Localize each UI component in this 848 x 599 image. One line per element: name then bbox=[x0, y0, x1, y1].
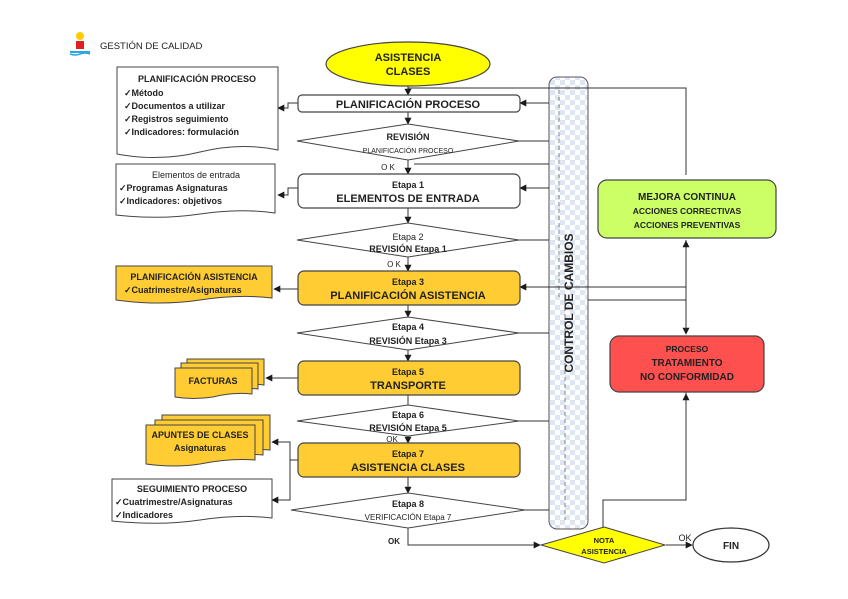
mejora-line2: ACCIONES CORRECTIVAS bbox=[633, 206, 742, 216]
ok-label-3: OK bbox=[386, 435, 398, 444]
control-cambios-bar: CONTROL DE CAMBIOS bbox=[548, 76, 589, 530]
doc6-item: ✓Cuatrimestre/Asignaturas bbox=[115, 497, 233, 507]
etapa3-line2: PLANIFICACIÓN ASISTENCIA bbox=[330, 289, 485, 302]
decision-etapa8-verificacion[interactable]: Etapa 8 VERIFICACIÓN Etapa 7 bbox=[290, 492, 526, 529]
to-no-conformidad-top bbox=[588, 299, 690, 335]
ok-label-4: OK bbox=[388, 537, 400, 546]
decision-etapa2-revision[interactable]: Etapa 2 REVISIÓN Etapa 1 bbox=[296, 222, 520, 258]
box-mejora-continua[interactable]: MEJORA CONTINUA ACCIONES CORRECTIVAS ACC… bbox=[597, 179, 777, 239]
end-label: FIN bbox=[723, 541, 739, 552]
etapa7-line1: Etapa 7 bbox=[392, 449, 424, 459]
doc-facturas[interactable]: FACTURAS bbox=[174, 358, 265, 399]
doc1-item: ✓Registros seguimiento bbox=[124, 114, 229, 124]
doc2-title: Elementos de entrada bbox=[152, 170, 240, 180]
mejora-line1: MEJORA CONTINUA bbox=[638, 192, 736, 203]
etapa7-line2: ASISTENCIA CLASES bbox=[351, 462, 465, 474]
ok-label-2: O K bbox=[387, 260, 401, 269]
etapa2-line1: Etapa 2 bbox=[392, 232, 423, 242]
step-etapa7-asistencia-clases[interactable]: Etapa 7 ASISTENCIA CLASES bbox=[297, 442, 521, 478]
etapa3-line1: Etapa 3 bbox=[392, 277, 424, 287]
doc-elementos-entrada[interactable]: Elementos de entrada ✓Programas Asignatu… bbox=[115, 163, 276, 218]
etapa7-to-seguimiento bbox=[271, 460, 291, 504]
etapa5-line2: TRANSPORTE bbox=[370, 380, 446, 392]
revision-line1: REVISIÓN bbox=[386, 131, 429, 142]
institution-logo-icon bbox=[69, 32, 91, 56]
header-title: GESTIÓN DE CALIDAD bbox=[100, 41, 203, 52]
control-cambios-label: CONTROL DE CAMBIOS bbox=[562, 233, 576, 372]
doc3-title: PLANIFICACIÓN ASISTENCIA bbox=[130, 271, 258, 282]
etapa1-to-doc bbox=[277, 187, 298, 199]
revision-line2: PLANIFICACIÓN PROCESO bbox=[363, 146, 454, 155]
step-planificacion-proceso[interactable]: PLANIFICACIÓN PROCESO bbox=[297, 94, 521, 113]
loop-top-to-mejora bbox=[408, 87, 687, 175]
nota-to-no-conformidad bbox=[602, 393, 690, 512]
doc1-item: ✓Indicadores: formulación bbox=[124, 127, 239, 137]
etapa1-line2: ELEMENTOS DE ENTRADA bbox=[336, 193, 479, 205]
loop-mejora-to-etapa3 bbox=[519, 240, 687, 291]
planificacion-to-doc bbox=[277, 102, 298, 112]
doc1-title: PLANIFICACIÓN PROCESO bbox=[138, 73, 256, 84]
planificacion-label: PLANIFICACIÓN PROCESO bbox=[336, 98, 481, 111]
etapa7-to-apuntes bbox=[271, 438, 298, 461]
step-etapa5-transporte[interactable]: Etapa 5 TRANSPORTE bbox=[297, 360, 521, 396]
start-line2: CLASES bbox=[386, 66, 431, 78]
apuntes-title: APUNTES DE CLASES bbox=[151, 430, 248, 440]
start-line1: ASISTENCIA bbox=[375, 52, 442, 64]
ok-label-1: O K bbox=[381, 163, 395, 172]
doc6-title: SEGUIMIENTO PROCESO bbox=[137, 484, 247, 494]
doc-planificacion-proceso[interactable]: PLANIFICACIÓN PROCESO ✓Método ✓Documento… bbox=[116, 66, 279, 159]
doc-apuntes-clases[interactable]: APUNTES DE CLASES Asignaturas bbox=[145, 414, 271, 467]
noconf-line2: TRATAMIENTO bbox=[651, 358, 722, 369]
arrow-etapa8-to-nota bbox=[407, 528, 541, 549]
decision-nota-asistencia[interactable]: NOTA ASISTENCIA bbox=[539, 526, 667, 564]
etapa8-line1: Etapa 8 bbox=[392, 499, 424, 509]
end-fin[interactable]: FIN bbox=[692, 527, 770, 563]
connectors bbox=[265, 86, 693, 549]
etapa6-line2: REVISIÓN Etapa 5 bbox=[369, 422, 447, 433]
noconf-line3: NO CONFORMIDAD bbox=[640, 372, 734, 383]
etapa8-line2: VERIFICACIÓN Etapa 7 bbox=[365, 513, 452, 522]
etapa4-line2: REVISIÓN Etapa 3 bbox=[369, 335, 447, 346]
doc1-item: ✓Método bbox=[124, 88, 164, 98]
noconf-line1: PROCESO bbox=[666, 344, 709, 354]
step-etapa1-elementos-entrada[interactable]: Etapa 1 ELEMENTOS DE ENTRADA bbox=[297, 173, 521, 209]
doc1-item: ✓Documentos a utilizar bbox=[124, 101, 226, 111]
facturas-title: FACTURAS bbox=[189, 376, 238, 386]
decision-etapa4-revision[interactable]: Etapa 4 REVISIÓN Etapa 3 bbox=[296, 316, 520, 351]
doc-planificacion-asistencia[interactable]: PLANIFICACIÓN ASISTENCIA ✓Cuatrimestre/A… bbox=[115, 265, 273, 304]
start-asistencia-clases[interactable]: ASISTENCIA CLASES bbox=[325, 41, 491, 87]
ok-label-5: OK bbox=[678, 533, 691, 543]
nota-line2: ASISTENCIA bbox=[581, 547, 627, 556]
decision-etapa6-revision[interactable]: Etapa 6 REVISIÓN Etapa 5 bbox=[296, 404, 520, 437]
box-tratamiento-no-conformidad[interactable]: PROCESO TRATAMIENTO NO CONFORMIDAD bbox=[609, 335, 765, 393]
doc6-item: ✓Indicadores bbox=[115, 510, 173, 520]
doc2-item: ✓Indicadores: objetivos bbox=[119, 196, 222, 206]
etapa5-line1: Etapa 5 bbox=[392, 367, 424, 377]
mejora-line3: ACCIONES PREVENTIVAS bbox=[634, 220, 741, 230]
step-etapa3-planificacion-asistencia[interactable]: Etapa 3 PLANIFICACIÓN ASISTENCIA bbox=[297, 270, 521, 306]
etapa2-line2: REVISIÓN Etapa 1 bbox=[369, 243, 447, 254]
doc2-item: ✓Programas Asignaturas bbox=[119, 183, 228, 193]
doc3-item: ✓Cuatrimestre/Asignaturas bbox=[124, 285, 242, 295]
decision-revision-planificacion[interactable]: REVISIÓN PLANIFICACIÓN PROCESO bbox=[296, 123, 520, 161]
apuntes-subtitle: Asignaturas bbox=[174, 443, 226, 453]
etapa6-line1: Etapa 6 bbox=[392, 410, 424, 420]
etapa1-line1: Etapa 1 bbox=[392, 180, 424, 190]
nota-line1: NOTA bbox=[594, 536, 615, 545]
doc-seguimiento-proceso[interactable]: SEGUIMIENTO PROCESO ✓Cuatrimestre/Asigna… bbox=[111, 478, 273, 524]
header: GESTIÓN DE CALIDAD bbox=[69, 32, 203, 56]
etapa4-line1: Etapa 4 bbox=[392, 322, 424, 332]
